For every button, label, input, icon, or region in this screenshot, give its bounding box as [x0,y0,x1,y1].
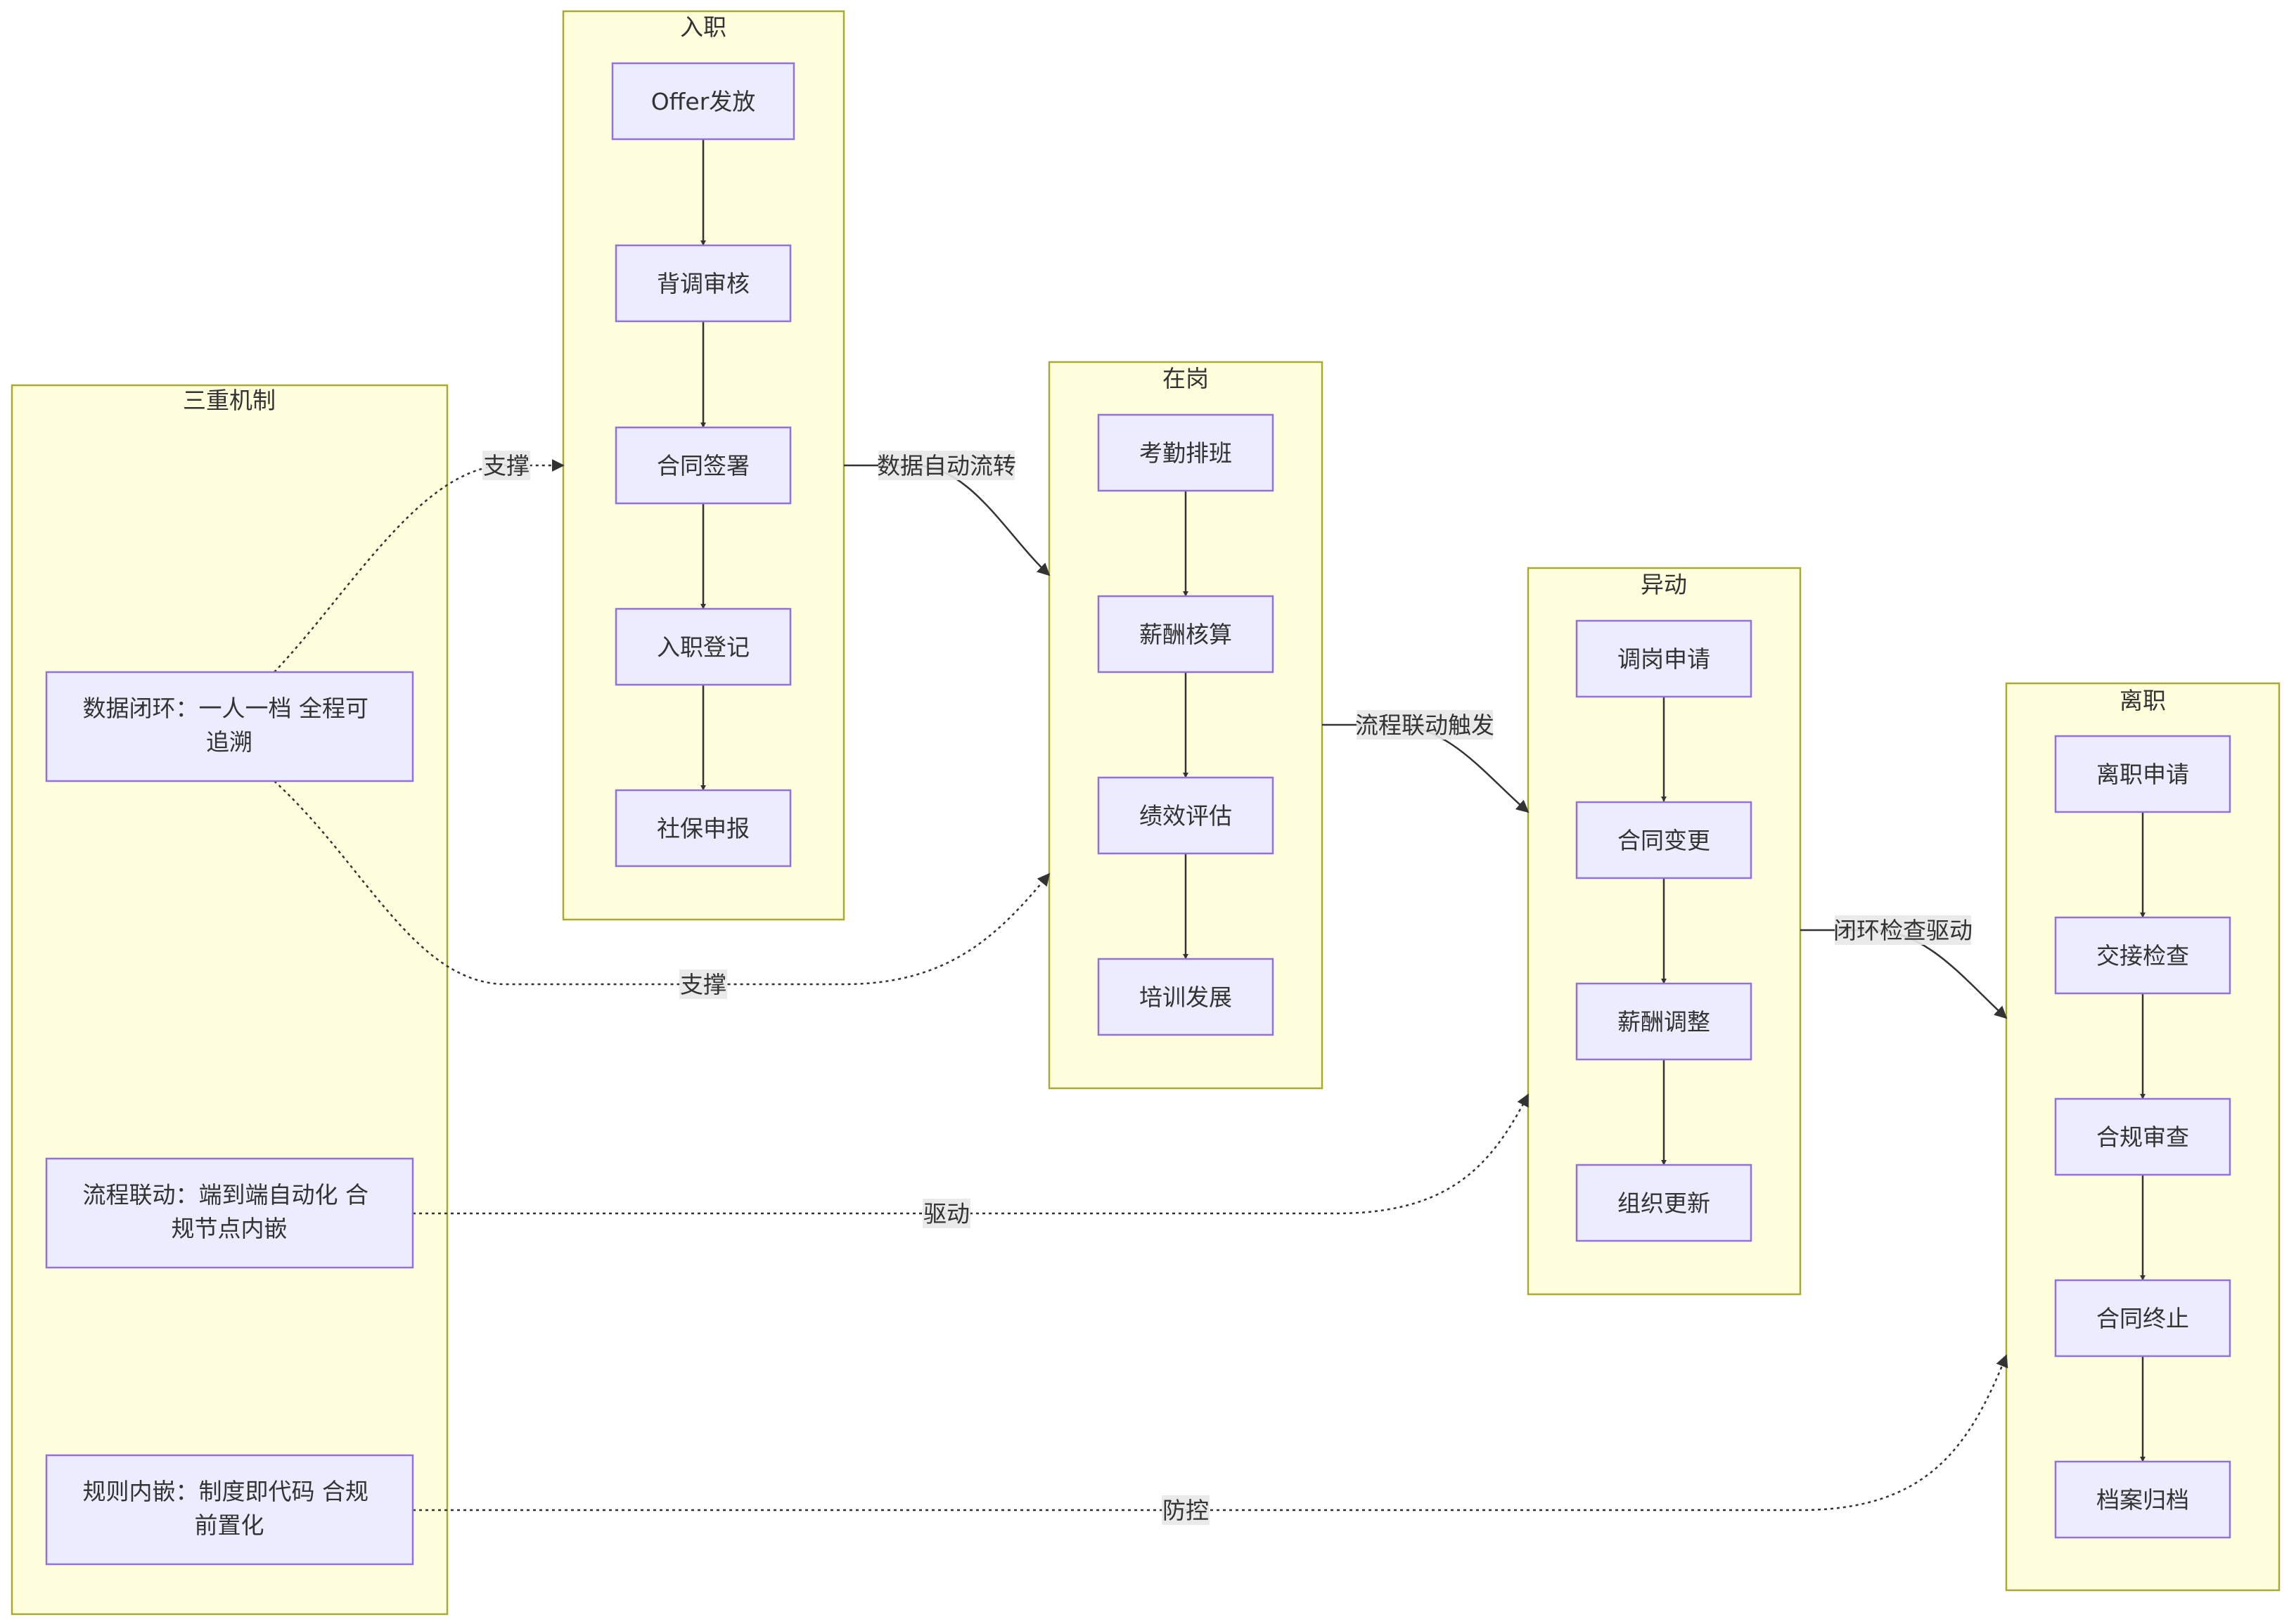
edge-label-support-inservice: 支撑 [680,971,726,998]
node-handover-label: 交接检查 [2096,942,2189,969]
node-resign-apply[interactable]: 离职申请 [2054,735,2231,813]
node-salary-adjust-label: 薪酬调整 [1617,1008,1710,1036]
cluster-title-inservice: 在岗 [1162,365,1209,392]
node-data-loop-line1: 数据闭环：一人一档 全程可 [83,695,369,722]
edge-auto-flow: 数据自动流转 [844,451,1051,576]
node-training[interactable]: 培训发展 [1097,958,1274,1036]
node-rule-embed-line1: 规则内嵌：制度即代码 合规 [83,1478,369,1505]
node-contract-sign[interactable]: 合同签署 [615,426,792,505]
edge-drive: 驱动 [413,1093,1530,1228]
cluster-mechanisms: 三重机制 [11,384,449,1616]
node-registration-label: 入职登记 [657,633,750,661]
node-compliance[interactable]: 合规审查 [2054,1097,2231,1176]
node-contract-end[interactable]: 合同终止 [2054,1279,2231,1358]
node-offer-label: Offer发放 [651,88,756,115]
edge-loop-check: 闭环检查驱动 [1800,915,2008,1019]
node-social-security[interactable]: 社保申报 [615,789,792,868]
node-rule-embed-line2: 前置化 [195,1512,264,1539]
edge-label-drive: 驱动 [923,1200,970,1227]
svg-text:数据闭环：一人一档 全程可 追溯: 数据闭环：一人一档 全程可 追溯 [83,695,376,756]
edge-support-onboard: 支撑 [274,451,565,673]
edge-trigger: 流程联动触发 [1322,710,1530,813]
node-payroll[interactable]: 薪酬核算 [1097,595,1274,674]
node-payroll-label: 薪酬核算 [1139,621,1232,648]
node-background-check-label: 背调审核 [657,270,750,297]
cluster-title-change: 异动 [1641,571,1687,598]
svg-text:规则内嵌：制度即代码 合规 前置化: 规则内嵌：制度即代码 合规 前置化 [83,1478,376,1539]
edge-control: 防控 [413,1354,2008,1525]
node-transfer-apply[interactable]: 调岗申请 [1575,619,1752,698]
node-resign-apply-label: 离职申请 [2096,761,2189,788]
cluster-title-offboard: 离职 [2120,687,2166,714]
node-handover[interactable]: 交接检查 [2054,916,2231,995]
node-archive[interactable]: 档案归档 [2054,1460,2231,1539]
edge-label-support-onboard: 支撑 [483,452,530,479]
node-registration[interactable]: 入职登记 [615,607,792,686]
edge-label-auto-flow: 数据自动流转 [877,452,1016,479]
node-data-loop[interactable]: 数据闭环：一人一档 全程可 追溯 [45,671,414,782]
node-transfer-apply-label: 调岗申请 [1617,645,1710,673]
node-contract-change[interactable]: 合同变更 [1575,801,1752,879]
node-org-update[interactable]: 组织更新 [1575,1164,1752,1242]
edge-support-inservice: 支撑 [274,780,1051,999]
node-performance[interactable]: 绩效评估 [1097,776,1274,855]
node-org-update-label: 组织更新 [1617,1190,1710,1217]
node-compliance-label: 合规审查 [2096,1123,2189,1151]
cluster-title-onboard: 入职 [680,13,726,41]
node-process-link-line2: 规节点内嵌 [172,1215,288,1242]
edge-label-trigger: 流程联动触发 [1355,711,1494,739]
node-archive-label: 档案归档 [2096,1486,2189,1514]
edge-label-control: 防控 [1162,1497,1209,1524]
node-attendance[interactable]: 考勤排班 [1097,413,1274,492]
node-attendance-label: 考勤排班 [1139,439,1232,467]
node-process-link[interactable]: 流程联动：端到端自动化 合 规节点内嵌 [45,1157,414,1269]
node-process-link-line1: 流程联动：端到端自动化 合 [83,1181,369,1209]
node-contract-sign-label: 合同签署 [657,452,750,479]
node-background-check[interactable]: 背调审核 [615,244,792,323]
edge-label-loop-check: 闭环检查驱动 [1833,917,1973,944]
node-salary-adjust[interactable]: 薪酬调整 [1575,982,1752,1061]
node-performance-label: 绩效评估 [1139,802,1232,830]
cluster-title-mechanisms: 三重机制 [183,387,276,414]
node-data-loop-line2: 追溯 [206,728,252,756]
node-rule-embed[interactable]: 规则内嵌：制度即代码 合规 前置化 [45,1454,414,1566]
node-social-security-label: 社保申报 [657,815,750,842]
node-contract-end-label: 合同终止 [2096,1305,2189,1332]
node-offer[interactable]: Offer发放 [611,62,795,141]
svg-text:流程联动：端到端自动化 合 规节点内嵌: 流程联动：端到端自动化 合 规节点内嵌 [83,1181,376,1242]
node-training-label: 培训发展 [1139,984,1232,1011]
node-contract-change-label: 合同变更 [1617,827,1710,854]
